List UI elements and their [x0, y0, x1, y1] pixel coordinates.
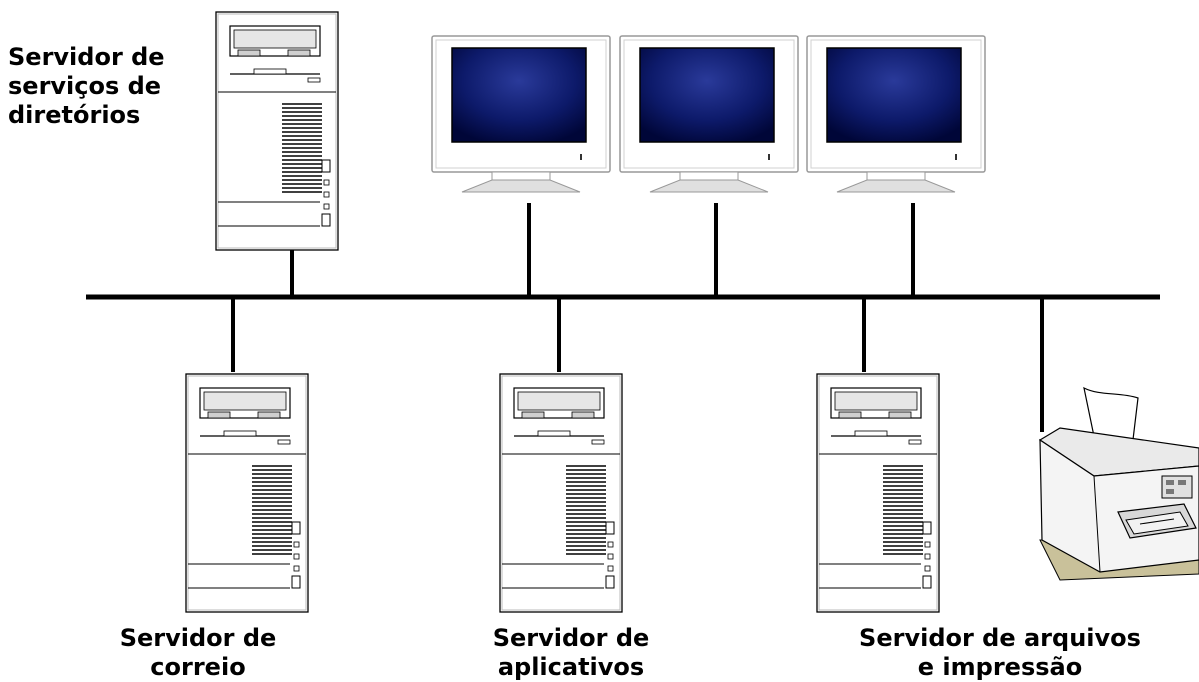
workstation-3-icon	[806, 35, 986, 193]
directory-server-icon	[215, 11, 339, 251]
workstation-1-icon	[431, 35, 611, 193]
printer-icon	[1038, 386, 1199, 581]
mail-server-icon	[185, 373, 309, 613]
file-print-server-icon	[816, 373, 940, 613]
file-print-server-label: Servidor de arquivos e impressão	[859, 624, 1141, 681]
mail-server-label: Servidor de correio	[119, 624, 277, 681]
workstation-2-icon	[619, 35, 799, 193]
directory-server-label: Servidor de serviços de diretórios	[8, 43, 165, 129]
app-server-label: Servidor de aplicativos	[492, 624, 650, 681]
app-server-icon	[499, 373, 623, 613]
